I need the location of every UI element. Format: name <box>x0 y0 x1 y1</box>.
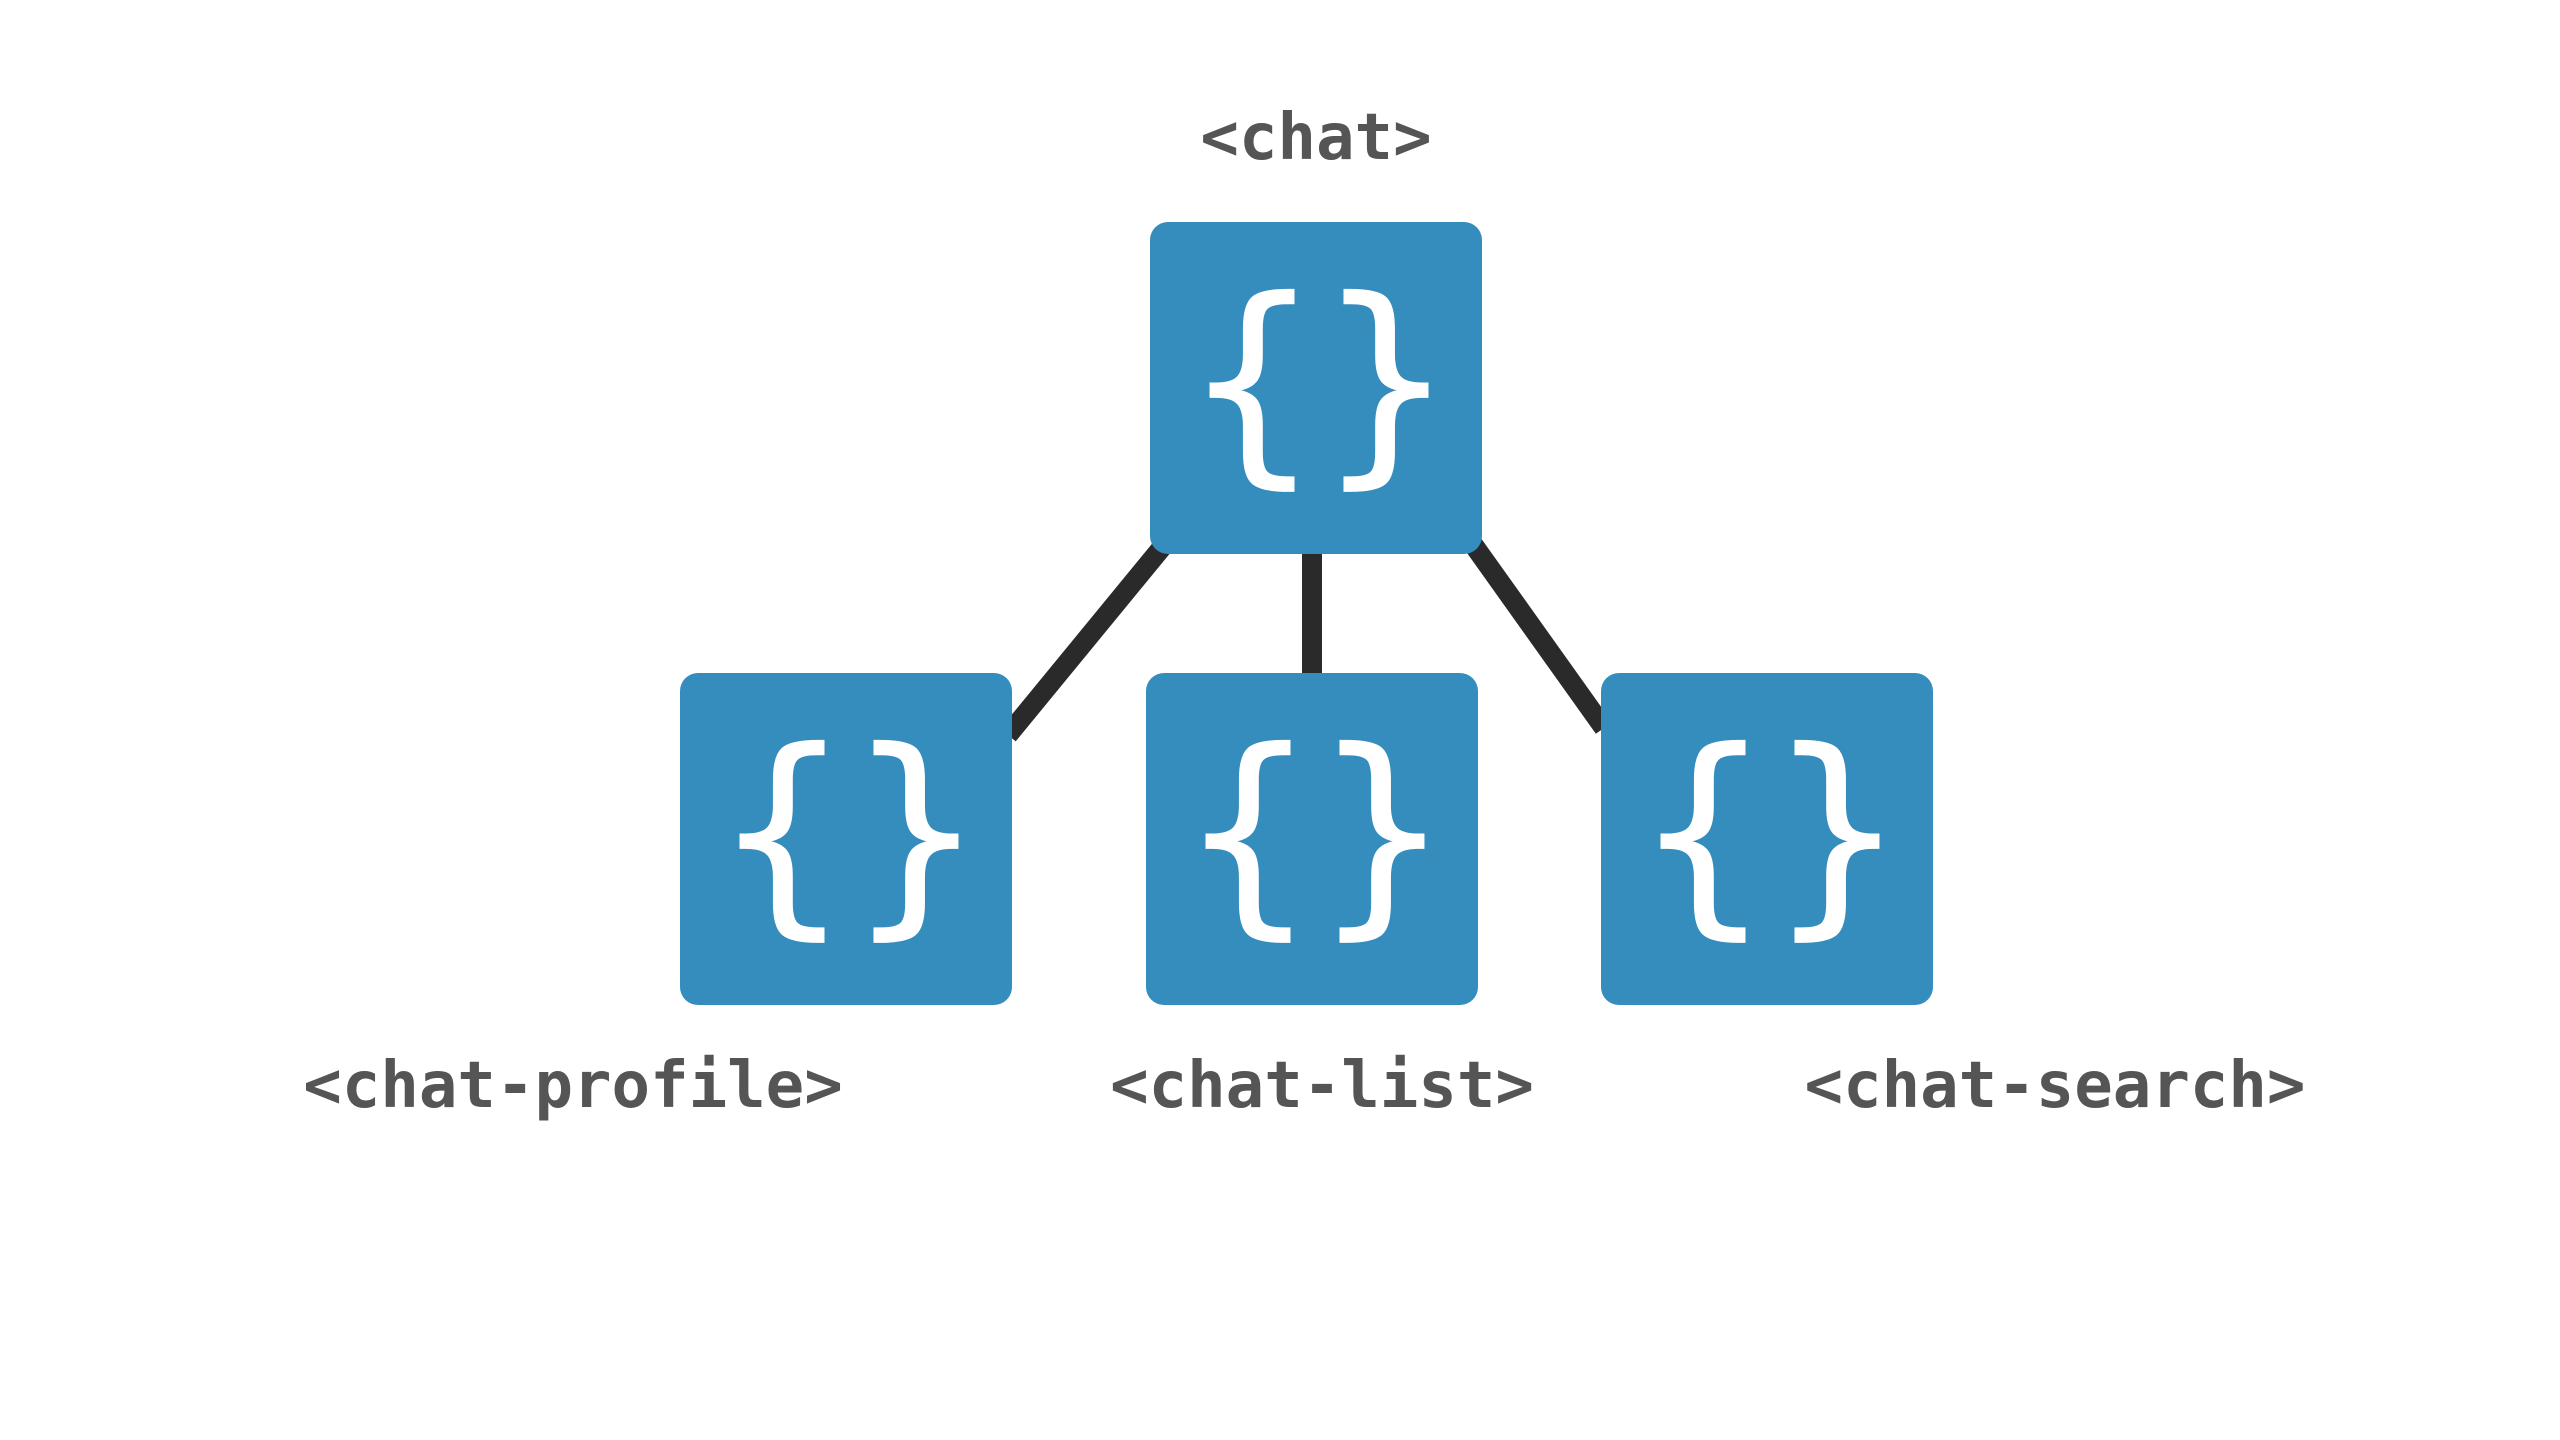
curly-braces-icon: {} <box>1182 252 1456 508</box>
node-label-chat-list: <chat-list> <box>1110 1049 1534 1123</box>
component-node-chat-profile[interactable]: {} <box>680 673 1012 1005</box>
curly-braces-icon: {} <box>1633 703 1907 959</box>
curly-braces-icon: {} <box>712 703 986 959</box>
component-node-chat-list[interactable]: {} <box>1146 673 1478 1005</box>
component-node-chat[interactable]: {} <box>1150 222 1482 554</box>
node-label-chat-profile: <chat-profile> <box>303 1049 843 1123</box>
node-label-chat-search: <chat-search> <box>1804 1049 2306 1123</box>
connector-chat-to-profile <box>1000 533 1176 742</box>
node-label-chat: <chat> <box>1200 101 1432 175</box>
connector-chat-to-search <box>1461 534 1613 734</box>
curly-braces-icon: {} <box>1178 703 1452 959</box>
component-node-chat-search[interactable]: {} <box>1601 673 1933 1005</box>
